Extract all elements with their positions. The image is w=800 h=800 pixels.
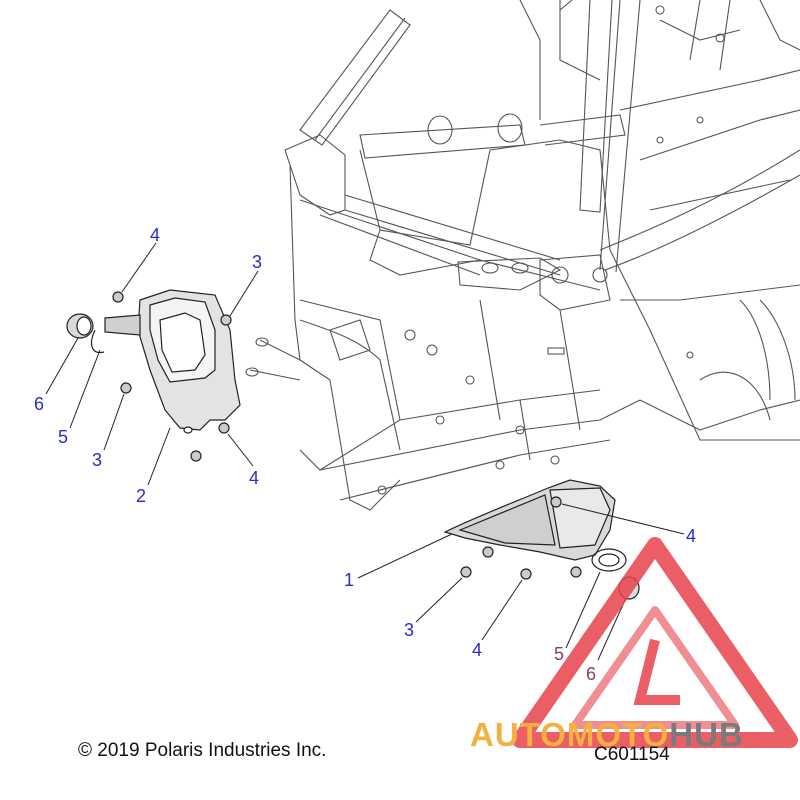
- callout-4-bottom: 4: [472, 640, 482, 660]
- callout-1: 1: [344, 570, 354, 590]
- callout-3-top-right: 3: [252, 252, 262, 272]
- callout-labels: 4 3 6 5 3 2 4 1 4 3 4 5 6: [34, 225, 696, 684]
- part-2-left-panel: [66, 289, 241, 434]
- callout-6-left: 6: [34, 394, 44, 414]
- watermark-text-secondary: HUB: [669, 716, 744, 753]
- callout-5-left: 5: [58, 427, 68, 447]
- callout-4-top-left: 4: [150, 225, 160, 245]
- callout-4-right: 4: [686, 526, 696, 546]
- diagram-id: C601154: [594, 744, 670, 765]
- vehicle-frame: [245, 0, 800, 511]
- watermark-logo: [512, 537, 798, 748]
- watermark-text: AUTOMOTOHUB: [470, 716, 744, 754]
- callout-3-bottom: 3: [404, 620, 414, 640]
- left-fasteners: [112, 291, 232, 462]
- callout-6-right: 6: [586, 664, 596, 684]
- right-fasteners: [460, 496, 582, 580]
- copyright-notice: © 2019 Polaris Industries Inc.: [78, 740, 327, 761]
- leader-lines: [45, 242, 685, 661]
- callout-4-left-lower: 4: [249, 468, 259, 488]
- callout-3-left: 3: [92, 450, 102, 470]
- watermark-text-primary: AUTOMOTO: [470, 716, 670, 753]
- callout-5-right: 5: [554, 644, 564, 664]
- callout-2: 2: [136, 486, 146, 506]
- part-1-right-panel: [443, 479, 640, 600]
